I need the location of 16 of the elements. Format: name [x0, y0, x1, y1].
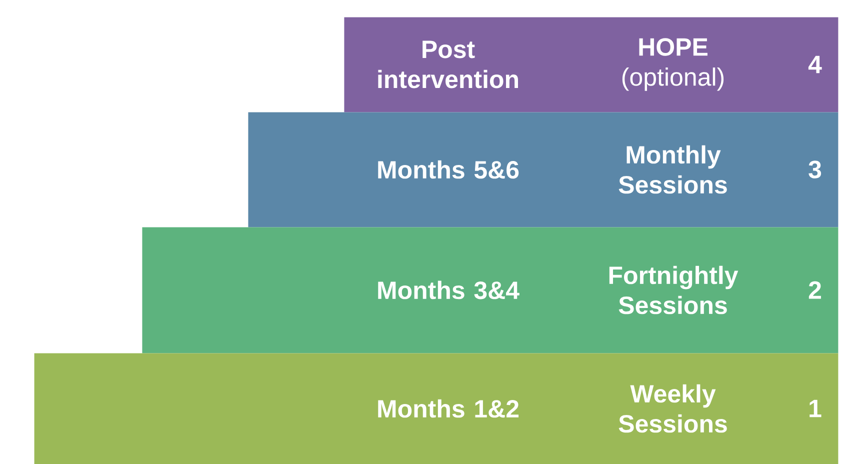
- step-band: [344, 17, 838, 112]
- session-label: Monthly Sessions: [618, 145, 727, 194]
- session-label: Fortnightly Sessions: [609, 266, 738, 314]
- step-number: 3: [808, 160, 822, 178]
- step-band: [248, 112, 838, 228]
- period-label: Post intervention: [378, 40, 518, 88]
- period-label: Months 3&4: [378, 280, 520, 300]
- period-label: Months 1&2: [378, 399, 519, 418]
- session-label: Weekly Sessions: [618, 384, 727, 433]
- step-number: 1: [810, 400, 822, 418]
- step-number: 4: [808, 56, 822, 74]
- step-band: [142, 227, 838, 354]
- step-band: [34, 353, 838, 464]
- session-label: HOPE (optional): [622, 38, 724, 91]
- period-label: Months 5&6: [378, 160, 519, 179]
- step-number: 2: [808, 281, 821, 299]
